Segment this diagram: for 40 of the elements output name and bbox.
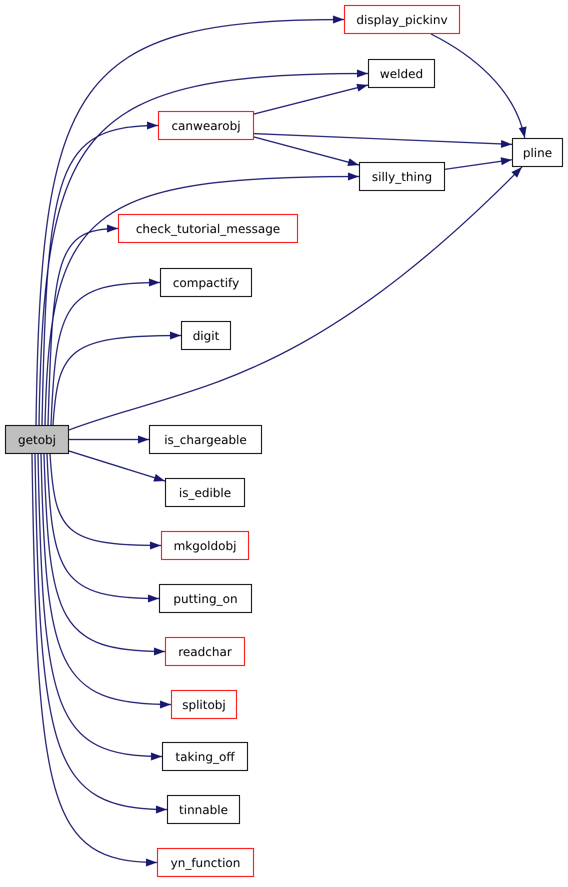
call-arrow bbox=[35, 16, 344, 426]
call-arrow bbox=[68, 166, 522, 431]
function-box: digit bbox=[181, 321, 231, 350]
function-box: yn_function bbox=[157, 848, 254, 877]
call-arrow bbox=[34, 454, 168, 813]
call-arrow bbox=[430, 33, 526, 138]
function-box: tinnable bbox=[167, 795, 240, 824]
call-arrow bbox=[31, 454, 158, 866]
call-arrow bbox=[69, 436, 149, 444]
call-arrow bbox=[52, 332, 181, 426]
call-arrow bbox=[43, 454, 166, 656]
function-box: check_tutorial_message bbox=[118, 214, 298, 243]
function-box: splitobj bbox=[171, 690, 237, 719]
call-arrow bbox=[254, 84, 368, 115]
call-arrow bbox=[68, 450, 166, 482]
call-arrow bbox=[41, 122, 158, 426]
function-box: is_chargeable bbox=[149, 425, 262, 454]
function-box: pline bbox=[512, 138, 563, 167]
call-arrow bbox=[254, 136, 360, 166]
function-box: putting_on bbox=[159, 584, 252, 613]
function-box: is_edible bbox=[165, 478, 245, 507]
call-arrow bbox=[50, 278, 160, 426]
call-arrow bbox=[44, 172, 359, 426]
function-box: mkgoldobj bbox=[161, 531, 249, 560]
function-box: silly_thing bbox=[359, 162, 445, 191]
call-arrow bbox=[46, 454, 160, 602]
function-box: taking_off bbox=[162, 742, 248, 771]
function-box: canwearobj bbox=[158, 111, 254, 140]
function-box: display_pickinv bbox=[344, 5, 460, 34]
function-box: compactify bbox=[160, 268, 252, 297]
function-box: getobj bbox=[5, 425, 69, 454]
call-arrow bbox=[38, 70, 368, 426]
function-box: readchar bbox=[165, 637, 245, 666]
call-arrow bbox=[254, 133, 512, 148]
call-arrow bbox=[37, 454, 162, 760]
call-arrow bbox=[49, 454, 161, 550]
call-arrow bbox=[47, 225, 118, 426]
call-arrow bbox=[444, 157, 512, 170]
call-arrow bbox=[40, 454, 172, 708]
function-box: welded bbox=[368, 59, 435, 88]
